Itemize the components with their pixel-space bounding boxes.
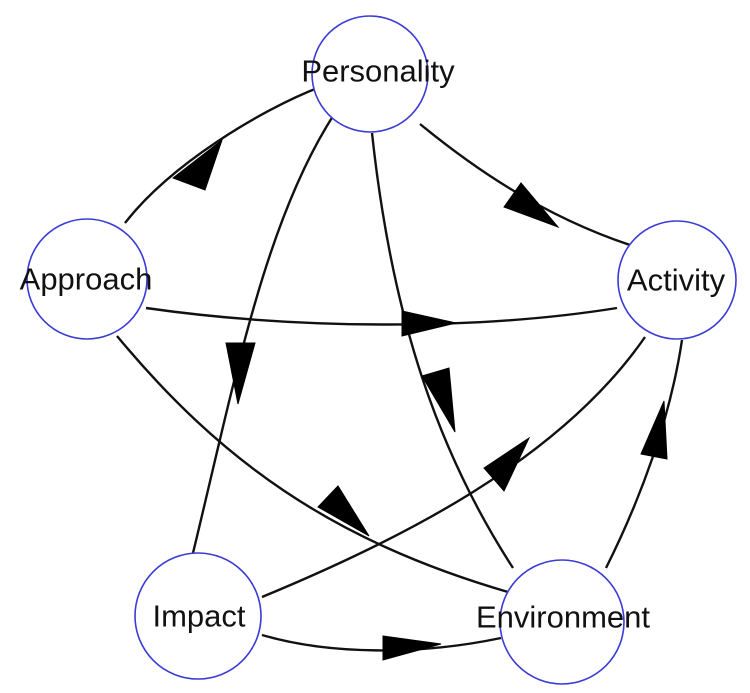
node-impact: Impact	[134, 552, 262, 680]
edge-arrowhead	[317, 485, 370, 537]
edge-arrowhead	[503, 182, 560, 229]
edge-personality-to-activity	[419, 123, 631, 247]
edge-arrowhead	[225, 342, 256, 405]
node-approach: Approach	[20, 218, 153, 340]
node-activity: Activity	[617, 220, 737, 340]
edge-impact-to-activity	[261, 336, 646, 599]
node-environment: Environment	[476, 559, 650, 685]
edge-arrowhead	[640, 400, 668, 460]
node-label: Personality	[301, 54, 455, 89]
node-label: Environment	[476, 600, 650, 635]
edge-environment-to-activity	[604, 339, 684, 569]
edge-impact-to-environment	[261, 633, 502, 661]
edge-approach-to-activity	[145, 306, 618, 337]
edge-arrowhead	[382, 635, 442, 661]
node-label: Activity	[627, 263, 726, 298]
edge-personality-to-impact	[191, 112, 337, 554]
node-personality: Personality	[301, 15, 455, 133]
edge-personality-to-environment	[370, 132, 515, 569]
edge-personality-to-approach	[124, 85, 321, 224]
node-label: Impact	[152, 599, 245, 634]
edge-arrowhead	[171, 138, 224, 191]
edge-arrowhead	[483, 436, 531, 492]
node-label: Approach	[20, 262, 153, 297]
edge-arrowhead	[401, 310, 457, 337]
edge-arrowhead	[421, 367, 456, 433]
edges	[116, 85, 684, 661]
edge-approach-to-environment	[116, 335, 509, 594]
